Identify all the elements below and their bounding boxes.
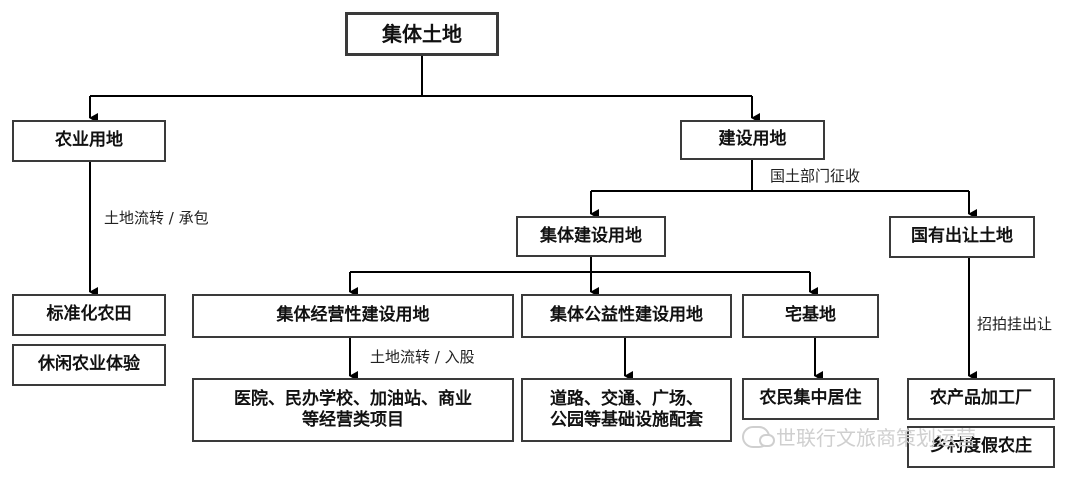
node-agri-processing-factory: 农产品加工厂 bbox=[907, 378, 1055, 420]
infrastructure-line-2: 公园等基础设施配套 bbox=[550, 410, 703, 430]
node-collective-public-land: 集体公益性建设用地 bbox=[521, 294, 732, 338]
node-state-transfer-land: 国有出让土地 bbox=[889, 216, 1035, 258]
node-business-projects: 医院、民办学校、加油站、商业 等经营类项目 bbox=[192, 378, 514, 442]
node-homestead: 宅基地 bbox=[742, 294, 879, 338]
edge-label-transfer-contract: 土地流转 / 承包 bbox=[104, 209, 209, 227]
wechat-icon bbox=[742, 425, 775, 448]
node-villager-housing: 农民集中居住 bbox=[742, 378, 879, 420]
edge-label-transfer-share: 土地流转 / 入股 bbox=[370, 348, 475, 366]
watermark: 世联行文旅商策划运营 bbox=[742, 422, 976, 451]
node-standard-farmland: 标准化农田 bbox=[12, 294, 166, 336]
node-collective-construction-land: 集体建设用地 bbox=[516, 216, 666, 257]
edge-label-land-dept-acquisition: 国土部门征收 bbox=[770, 167, 861, 185]
business-projects-line-1: 医院、民办学校、加油站、商业 bbox=[234, 388, 472, 409]
node-leisure-agriculture: 休闲农业体验 bbox=[12, 344, 166, 386]
node-collective-land: 集体土地 bbox=[345, 12, 499, 56]
node-construction-land: 建设用地 bbox=[680, 120, 825, 160]
node-rural-resort: 乡村度假农庄 bbox=[907, 426, 1055, 468]
node-agricultural-land: 农业用地 bbox=[12, 120, 166, 162]
infrastructure-line-1: 道路、交通、广场、 bbox=[550, 388, 703, 409]
node-collective-business-land: 集体经营性建设用地 bbox=[192, 294, 514, 338]
edge-label-auction-listing: 招拍挂出让 bbox=[977, 315, 1053, 333]
watermark-text: 世联行文旅商策划运营 bbox=[776, 426, 976, 450]
business-projects-line-2: 等经营类项目 bbox=[302, 410, 404, 430]
node-infrastructure: 道路、交通、广场、 公园等基础设施配套 bbox=[521, 378, 732, 442]
